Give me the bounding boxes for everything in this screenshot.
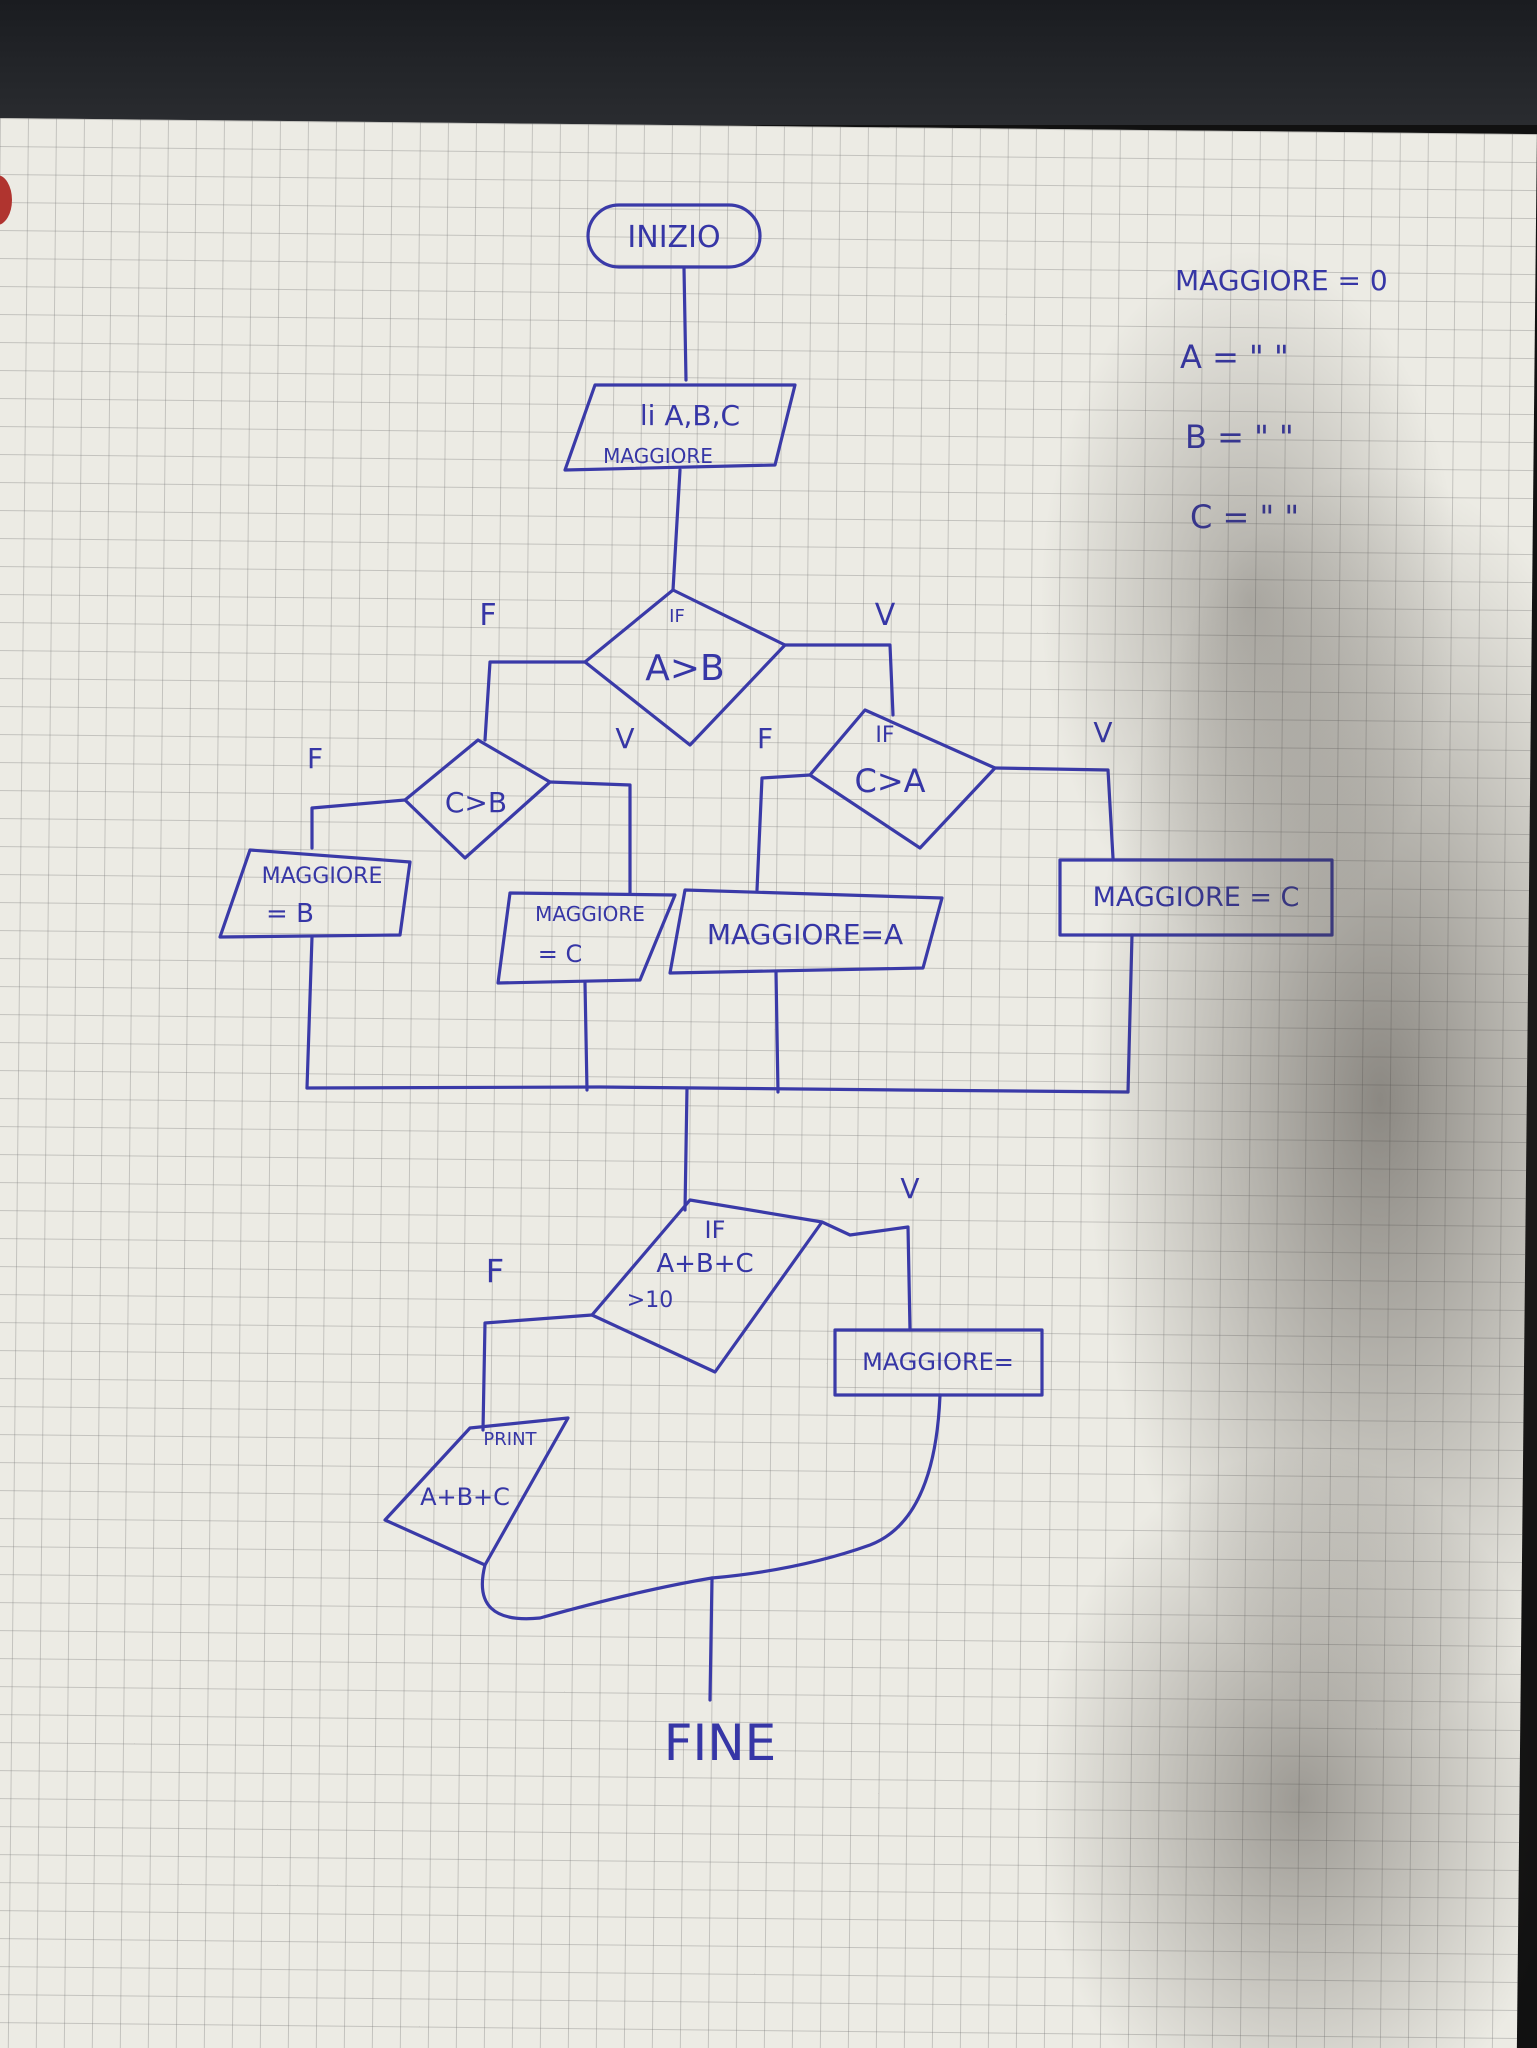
decision-c-gt-a-if: IF	[875, 723, 894, 748]
output-print-line2: A+B+C	[420, 1483, 510, 1511]
process-maggiore-a-label: MAGGIORE=A	[707, 918, 903, 951]
branch-label-true: V	[900, 1172, 919, 1205]
flow-line-true	[993, 766, 1115, 860]
flow-line	[671, 468, 682, 592]
flow-line	[682, 266, 688, 382]
decision-sum-if: IF	[705, 1216, 726, 1244]
decision-sum-label2: >10	[627, 1288, 673, 1313]
end-label: FINE	[664, 1714, 777, 1772]
flow-line-false	[310, 798, 407, 850]
merge-curve-left	[480, 1563, 714, 1621]
start-label: INIZIO	[627, 220, 720, 255]
process-maggiore-b-line1: MAGGIORE	[262, 864, 383, 889]
merge-line	[583, 981, 589, 1092]
flow-line-false	[483, 660, 587, 742]
flow-line-true	[548, 780, 632, 895]
process-maggiore-c-line1: MAGGIORE	[535, 902, 645, 926]
decision-c-gt-a-label: C>A	[854, 762, 925, 800]
merge-line	[1126, 933, 1134, 1094]
input-label-bottom: MAGGIORE	[603, 444, 713, 468]
merge-line	[774, 970, 780, 1094]
decision-a-gt-b-label: A>B	[645, 648, 725, 689]
flow-line-true	[820, 1220, 912, 1332]
note-line-1: MAGGIORE = 0	[1175, 264, 1388, 297]
branch-label-false: F	[307, 742, 323, 775]
branch-label-false: F	[757, 722, 773, 755]
process-maggiore-c-line2: = C	[538, 940, 583, 968]
branch-label-false: F	[486, 1252, 504, 1290]
decision-c-gt-b-label: C>B	[445, 786, 507, 819]
flow-line-false	[755, 773, 812, 892]
flow-line	[708, 1576, 714, 1702]
flow-line	[683, 1086, 689, 1212]
flow-line-false	[481, 1313, 594, 1432]
branch-label-true: V	[615, 722, 634, 755]
branch-label-true: V	[875, 598, 896, 633]
input-label-top: li A,B,C	[640, 399, 740, 432]
note-line-2: A = " "	[1180, 338, 1289, 376]
decision-sum-label: A+B+C	[656, 1249, 753, 1279]
process-maggiore-c-right-label: MAGGIORE = C	[1093, 882, 1300, 913]
process-maggiore-b-line2: = B	[266, 899, 314, 929]
output-print-line1: PRINT	[483, 1429, 537, 1450]
merge-curve-right	[710, 1393, 942, 1580]
flow-line-true	[783, 643, 895, 717]
note-line-3: B = " "	[1185, 418, 1294, 456]
branch-label-true: V	[1093, 716, 1112, 749]
process-maggiore-final-label: MAGGIORE=	[862, 1348, 1014, 1376]
branch-label-false: F	[479, 598, 496, 633]
note-line-4: C = " "	[1190, 498, 1299, 536]
merge-bar	[305, 1085, 1130, 1094]
decision-a-gt-b-if: IF	[669, 606, 685, 627]
merge-line	[305, 935, 314, 1090]
